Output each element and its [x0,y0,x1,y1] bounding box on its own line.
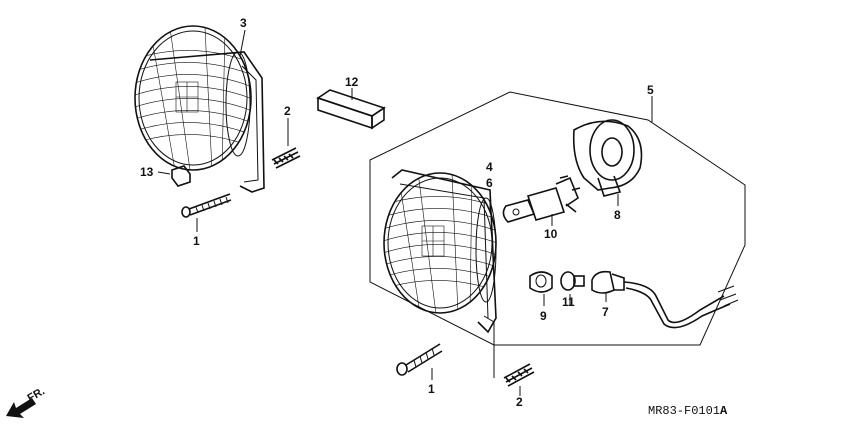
adjusting-screw-lower [396,343,443,376]
headlight-unit-left [134,25,265,193]
callout-7: 7 [602,305,609,319]
bulb-socket-harness [591,270,739,329]
grommet [529,271,553,293]
callout-9: 9 [540,309,547,323]
callout-3: 3 [240,16,247,30]
callout-13: 13 [140,165,154,179]
callout-10: 10 [544,227,558,241]
diagram-code-main: MR83-F0101 [648,404,720,418]
dust-cover [572,119,643,197]
callout-5: 5 [647,83,654,97]
callout-2b: 2 [516,395,523,409]
front-direction-arrow-icon [6,398,36,418]
direction-label: FR. [26,385,47,404]
spring-upper [271,147,301,169]
callout-8: 8 [614,208,621,222]
callout-1a: 1 [193,234,200,248]
adjusting-screw-upper [181,193,232,218]
callout-12: 12 [345,75,359,89]
headlight-bulb [502,175,581,223]
headlight-unit-right [383,169,497,378]
callout-1b: 1 [428,382,435,396]
position-bulb [560,271,585,291]
callout-6: 6 [486,176,493,190]
callout-2a: 2 [284,104,291,118]
callout-4: 4 [486,160,493,174]
diagram-code: MR83-F0101A [648,404,728,418]
callout-11: 11 [562,295,575,309]
spring-lower [503,363,535,387]
assembly-outline [369,91,746,346]
rubber-piece [171,165,191,187]
foam-block [316,89,386,130]
diagram-code-suffix: A [720,404,728,418]
